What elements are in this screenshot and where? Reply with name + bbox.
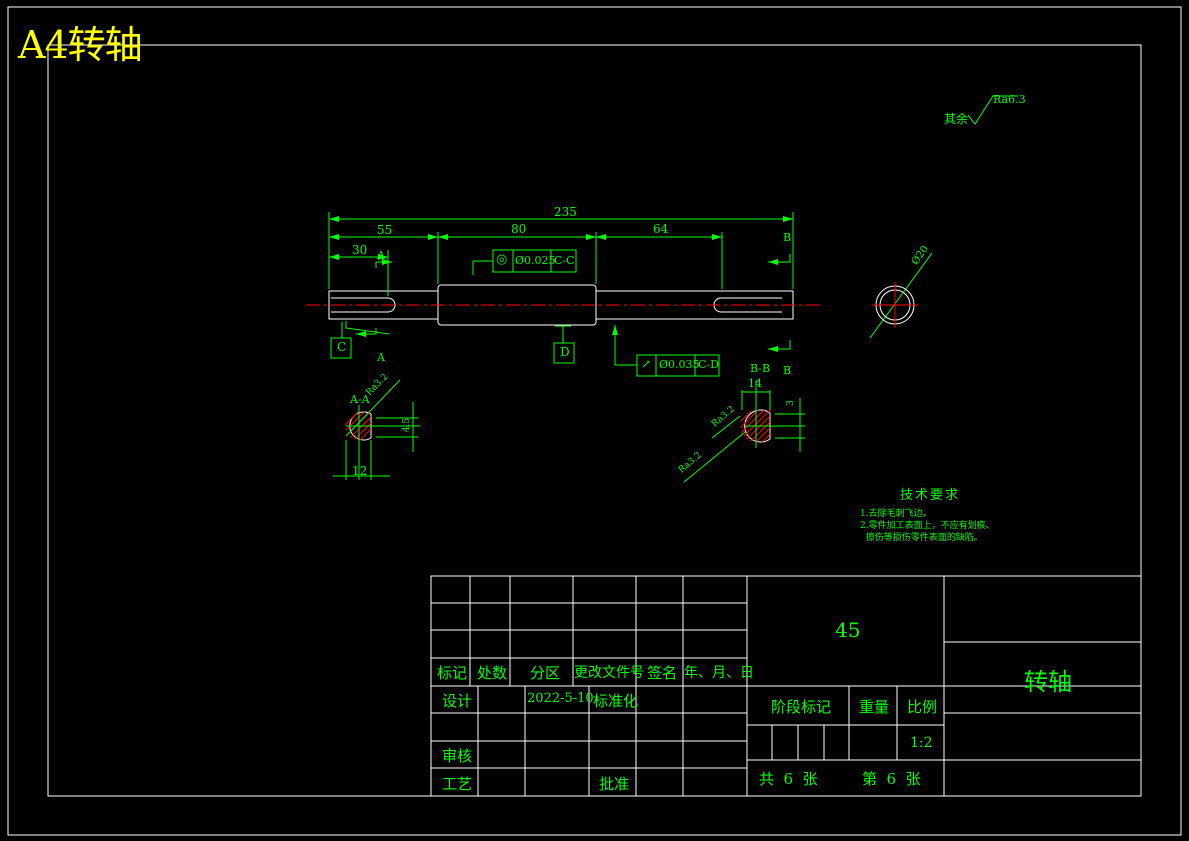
roughness-other-prefix: 其余 bbox=[944, 112, 969, 126]
sheet-number: 第 6 张 bbox=[862, 770, 921, 788]
section-mark-b-top: B bbox=[783, 231, 792, 244]
label-weight: 重量 bbox=[859, 698, 890, 716]
tolerance-2-ref: C-D bbox=[698, 358, 719, 371]
tech-requirements-title: 技术要求 bbox=[900, 488, 961, 503]
section-mark-a-bottom: A bbox=[377, 351, 385, 364]
dim-key-aa-width: 12 bbox=[352, 464, 368, 478]
header-zone: 分区 bbox=[530, 664, 561, 682]
datum-c: C bbox=[337, 340, 347, 354]
tolerance-2-symbol: ↗ bbox=[641, 357, 652, 371]
roughness-symbol bbox=[967, 95, 1018, 125]
end-view bbox=[872, 282, 918, 328]
dimension-arrows bbox=[329, 216, 793, 352]
dim-key-bb-width: 14 bbox=[748, 377, 762, 390]
outer-border bbox=[7, 6, 1182, 836]
tolerance-1-symbol: ◎ bbox=[496, 252, 508, 267]
dim-key-aa-depth: 4.5 bbox=[402, 417, 413, 433]
label-stage-mark: 阶段标记 bbox=[771, 698, 832, 716]
roughness-other-value: Ra6.3 bbox=[993, 93, 1026, 106]
header-mark: 标记 bbox=[437, 664, 468, 682]
dim-total: 235 bbox=[554, 205, 577, 219]
inner-frame bbox=[47, 44, 1142, 797]
tech-requirement-2: 2.零件加工表面上，不应有划痕、 bbox=[860, 521, 995, 531]
label-approve: 批准 bbox=[599, 775, 630, 793]
tolerance-1-ref: C-C bbox=[554, 254, 575, 267]
title-block-lines bbox=[430, 575, 1142, 797]
label-standardize: 标准化 bbox=[593, 692, 639, 710]
header-count: 处数 bbox=[477, 664, 508, 682]
label-design: 设计 bbox=[442, 692, 473, 710]
dim-64: 64 bbox=[653, 222, 669, 236]
part-name: 转轴 bbox=[1024, 668, 1072, 696]
dimension-lines bbox=[328, 212, 933, 377]
section-label-bb: B-B bbox=[750, 362, 771, 375]
tolerance-2-value: Ø0.035 bbox=[659, 358, 700, 371]
section-label-aa: A-A bbox=[350, 393, 370, 406]
label-process: 工艺 bbox=[442, 775, 473, 793]
scale-value: 1:2 bbox=[910, 735, 933, 751]
dim-55: 55 bbox=[377, 223, 393, 237]
tech-requirement-3: 擦伤等损伤零件表面的缺陷。 bbox=[860, 533, 983, 543]
label-scale: 比例 bbox=[907, 698, 938, 716]
tech-requirement-1: 1.去除毛刺飞边。 bbox=[860, 509, 932, 519]
design-date: 2022-5-10 bbox=[527, 691, 594, 706]
sheets-total: 共 6 张 bbox=[759, 770, 818, 788]
section-mark-b-bottom: B bbox=[783, 364, 792, 377]
datum-d: D bbox=[560, 345, 570, 359]
dim-30: 30 bbox=[352, 243, 368, 257]
dim-key-bb-depth: 3 bbox=[785, 400, 796, 406]
material: 45 bbox=[835, 618, 861, 642]
header-signature: 签名 bbox=[647, 664, 678, 682]
label-review: 审核 bbox=[442, 747, 473, 765]
section-bb bbox=[683, 380, 805, 483]
tolerance-1-value: Ø0.025 bbox=[515, 254, 556, 267]
section-mark-a-top: A bbox=[377, 249, 385, 262]
dim-80: 80 bbox=[511, 222, 527, 236]
header-change-doc: 更改文件号 bbox=[574, 665, 644, 681]
sheet-title: A4转轴 bbox=[18, 23, 143, 67]
header-date: 年、月、日 bbox=[684, 665, 754, 681]
